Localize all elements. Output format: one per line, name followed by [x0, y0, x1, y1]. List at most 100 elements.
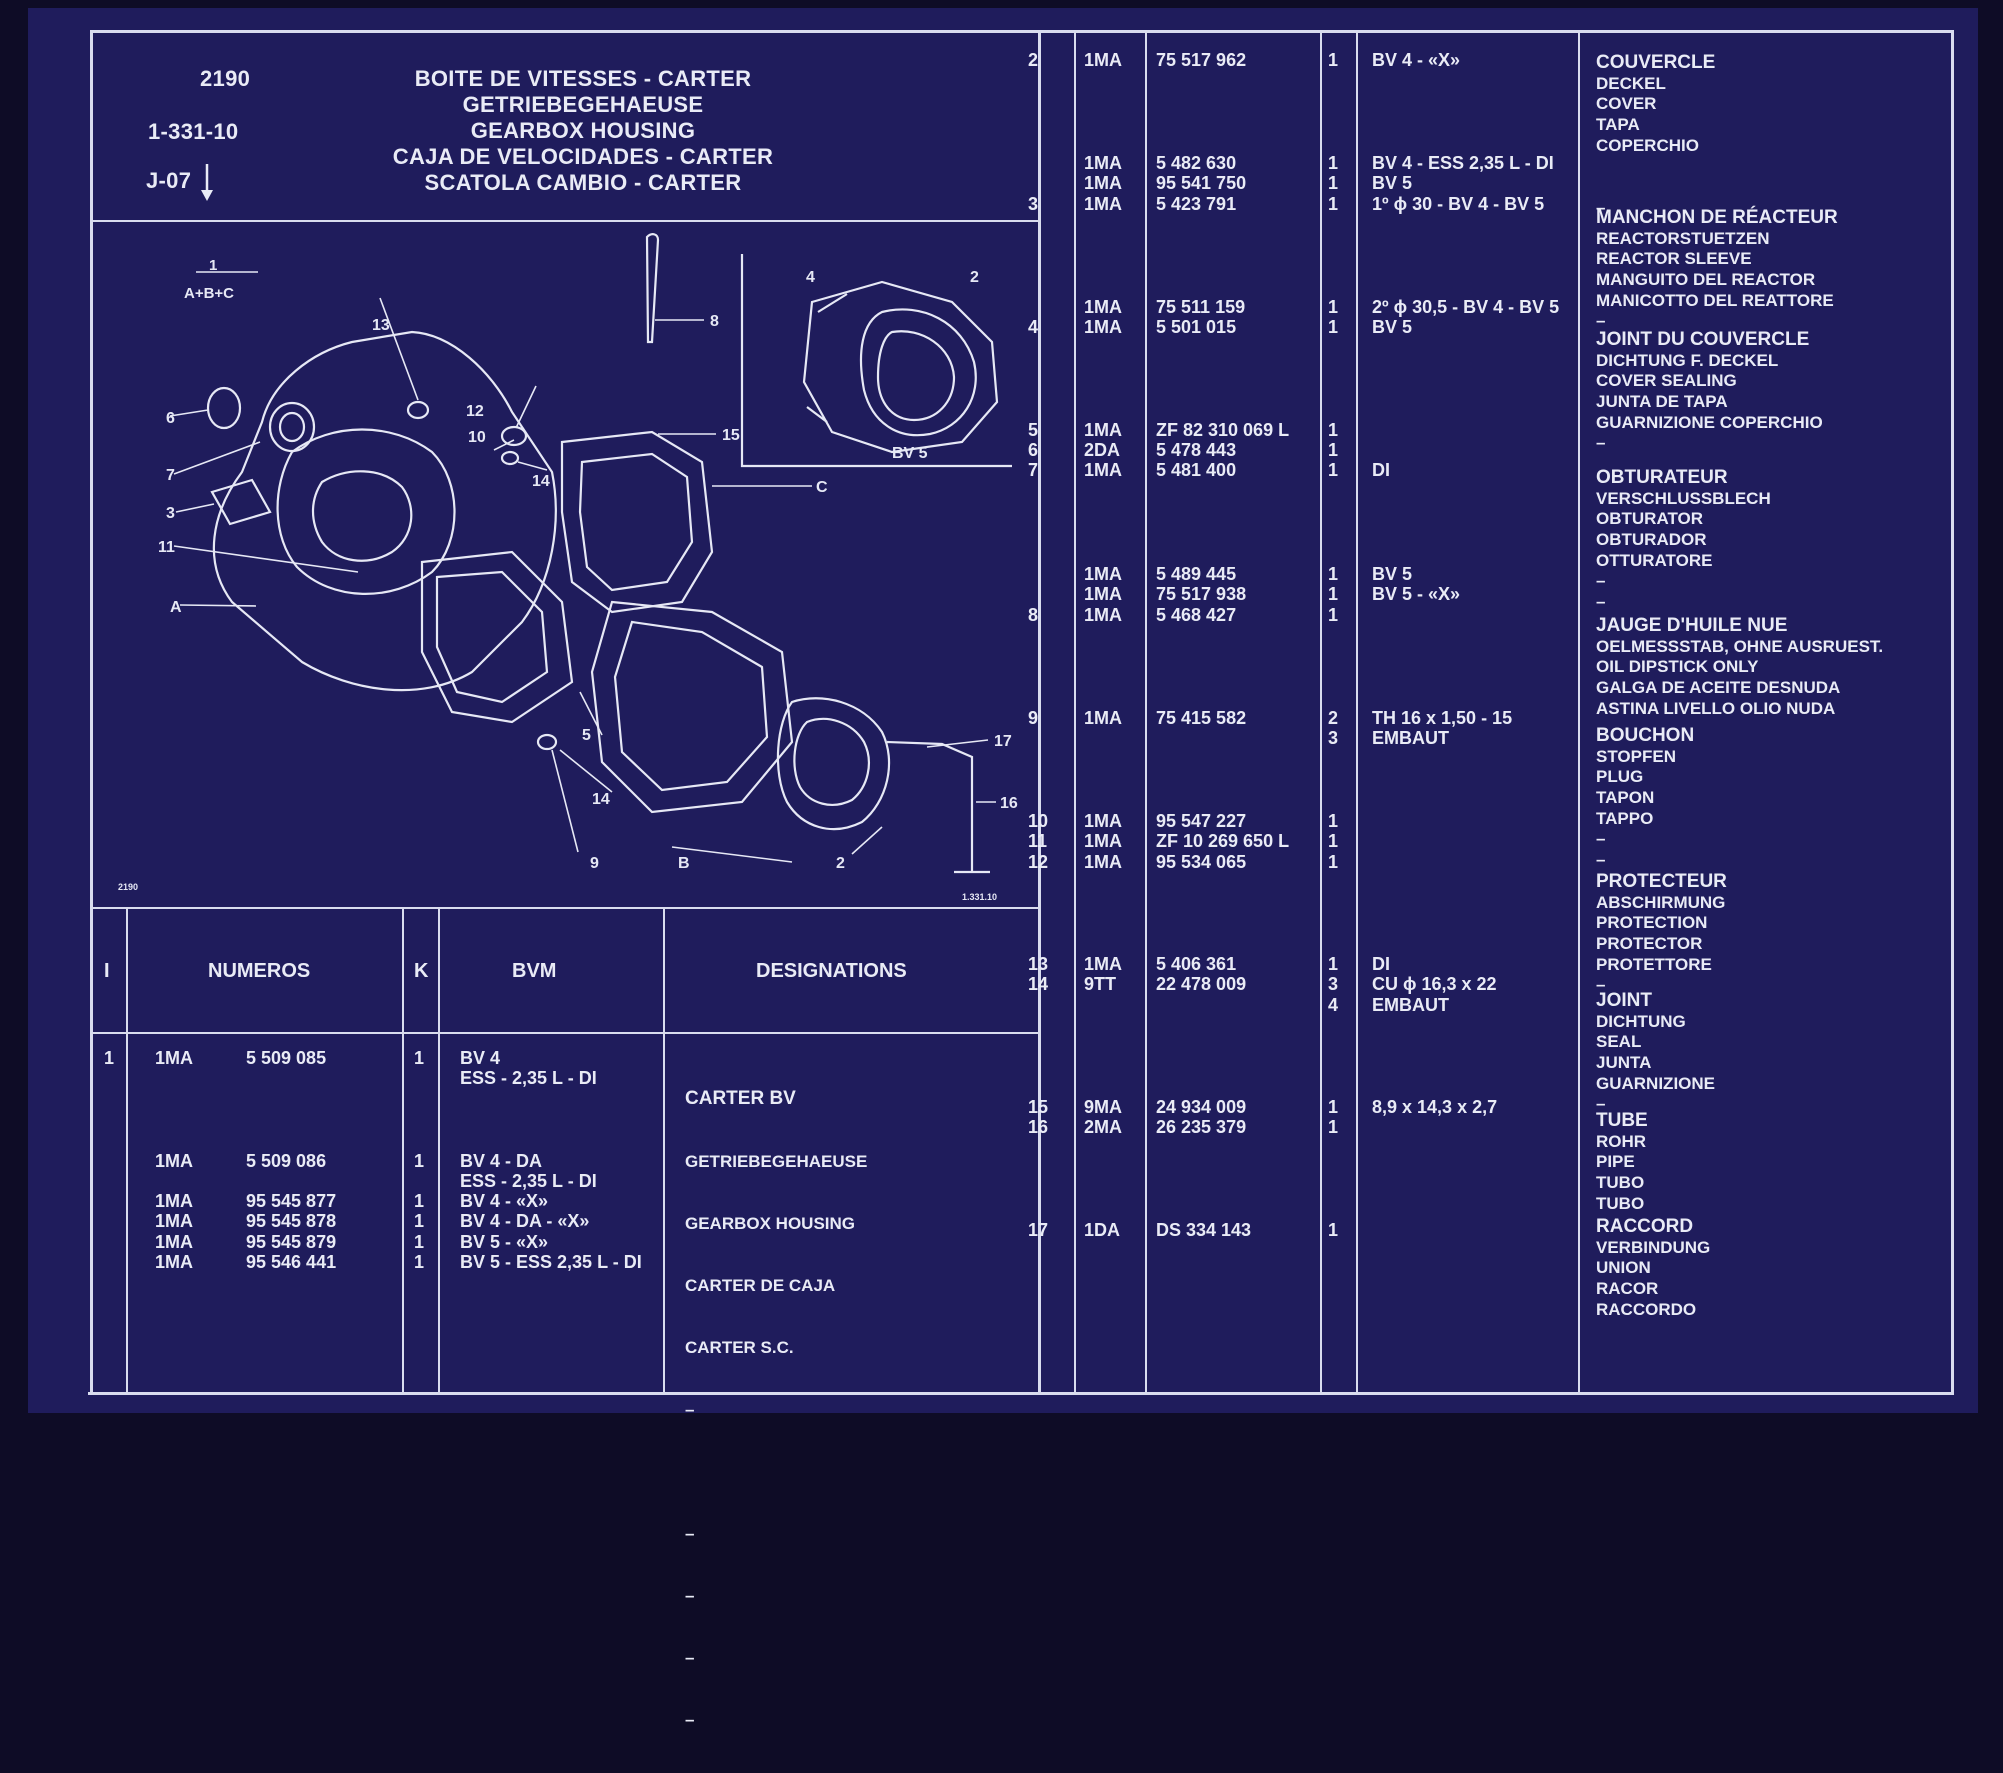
- cell-num: 5 509 086: [246, 1151, 327, 1171]
- designation-line: PROTETTORE: [1596, 954, 1712, 974]
- header-divider: [92, 220, 1040, 222]
- designation-line: JUNTA DE TAPA: [1596, 392, 1728, 412]
- title-en: GEARBOX HOUSING: [470, 118, 696, 143]
- callout-9: 9: [590, 855, 599, 872]
- cell-i: 5: [1028, 420, 1039, 440]
- callout-17: 17: [994, 733, 1012, 750]
- cell-i: 14: [1028, 974, 1049, 994]
- left-designation-block: CARTER BV GETRIEBEGEHAEUSE GEARBOX HOUSI…: [685, 1048, 867, 1773]
- title-it: SCATOLA CAMBIO - CARTER: [424, 170, 742, 195]
- designation-line: JOINT DU COUVERCLE: [1596, 329, 1810, 350]
- designation-line: –: [1596, 592, 1606, 612]
- cell-code: 1MA: [155, 1048, 194, 1068]
- cell-bvm: DI: [1372, 460, 1390, 480]
- cell-bvm: BV 5: [1372, 173, 1413, 193]
- frame-left: [90, 30, 93, 1395]
- designation-line: MANICOTTO DEL REATTORE: [1596, 290, 1834, 310]
- cell-num: 5 501 015: [1156, 317, 1237, 337]
- diagram-bottom-divider: [90, 907, 1040, 909]
- designation-line: –: [1596, 1094, 1606, 1114]
- callout-3: 3: [166, 505, 175, 522]
- callout-13: 13: [372, 317, 390, 334]
- designation-line: GETRIEBEGEHAEUSE: [685, 1151, 868, 1171]
- cell-i: 1: [104, 1048, 115, 1068]
- left-col-sep-1: [126, 907, 128, 1394]
- callout-c: C: [816, 479, 828, 496]
- cell-bvm: BV 4 - «X»: [1372, 50, 1461, 70]
- col-head-numeros: NUMEROS: [208, 960, 311, 982]
- designation-line: –: [685, 1710, 695, 1730]
- cell-code: 1MA: [1084, 584, 1123, 604]
- cell-num: DS 334 143: [1156, 1220, 1252, 1240]
- callout-2-inset: 2: [970, 269, 979, 286]
- cell-num: 5 482 630: [1156, 153, 1237, 173]
- cell-num: 95 547 227: [1156, 811, 1247, 831]
- cell-bvm: BV 5 - «X»: [460, 1232, 549, 1252]
- cell-code: 1MA: [1084, 420, 1123, 440]
- cell-bvm: CU ϕ 16,3 x 22: [1372, 974, 1497, 994]
- diagram-ref-label: 1.331.10: [962, 892, 997, 902]
- table-head-divider: [90, 1032, 1040, 1034]
- designation-line: [1596, 177, 1715, 198]
- cell-k: 1: [1328, 852, 1339, 872]
- cell-i: 2: [1028, 50, 1039, 70]
- label-bv5-inset: BV 5: [892, 445, 928, 462]
- cell-i: 10: [1028, 811, 1049, 831]
- designation-line: UNION: [1596, 1258, 1651, 1278]
- cell-k: 1: [414, 1252, 425, 1272]
- designation-line: GEARBOX HOUSING: [685, 1213, 856, 1233]
- cell-num: 5 478 443: [1156, 440, 1237, 460]
- left-col-sep-4: [663, 907, 665, 1394]
- cell-code: 1MA: [1084, 194, 1123, 214]
- cell-k: 1: [1328, 1097, 1339, 1117]
- cell-code: 1MA: [155, 1151, 194, 1171]
- cell-bvm: BV 4 - DA: [460, 1151, 543, 1171]
- designation-line: RACOR: [1596, 1279, 1659, 1299]
- cell-bvm: ESS - 2,35 L - DI: [460, 1171, 597, 1191]
- designation-line: –: [685, 1586, 695, 1606]
- callout-11: 11: [158, 539, 175, 556]
- designation-line: –: [1596, 197, 1606, 217]
- cell-bvm: DI: [1372, 954, 1390, 974]
- cell-i: 16: [1028, 1117, 1049, 1137]
- designation-line: –: [1596, 433, 1606, 453]
- left-col-sep-3: [438, 907, 440, 1394]
- cell-num: ZF 82 310 069 L: [1156, 420, 1290, 440]
- cell-k: 1: [1328, 153, 1339, 173]
- cell-bvm: TH 16 x 1,50 - 15: [1372, 708, 1513, 728]
- designation-line: PIPE: [1596, 1152, 1635, 1172]
- cell-k: 1: [1328, 564, 1339, 584]
- designation-line: OBTURATOR: [1596, 509, 1704, 529]
- frame-right: [1951, 30, 1954, 1395]
- designation-line: CARTER DE CAJA: [685, 1275, 836, 1295]
- designation-line: JAUGE D'HUILE NUE: [1596, 615, 1788, 636]
- cell-bvm: 1º ϕ 30 - BV 4 - BV 5: [1372, 194, 1545, 214]
- cell-num: ZF 10 269 650 L: [1156, 831, 1290, 851]
- designation-line: DICHTUNG: [1596, 1011, 1686, 1031]
- designation-line: GUARNIZIONE: [1596, 1073, 1715, 1093]
- cell-code: 1MA: [1084, 460, 1123, 480]
- cell-bvm: 8,9 x 14,3 x 2,7: [1372, 1097, 1498, 1117]
- cell-code: 1MA: [1084, 852, 1123, 872]
- callout-10: 10: [468, 429, 486, 446]
- cell-code: 1MA: [1084, 153, 1123, 173]
- cell-k: 1: [1328, 297, 1339, 317]
- title-block: BOITE DE VITESSES - CARTER GETRIEBEGEHAE…: [358, 66, 808, 196]
- cell-code: 9MA: [1084, 1097, 1123, 1117]
- frame-top: [92, 30, 1954, 33]
- cell-num: 24 934 009: [1156, 1097, 1247, 1117]
- callout-7: 7: [166, 467, 175, 484]
- cell-k: 1: [1328, 954, 1339, 974]
- designation-line: MANGUITO DEL REACTOR: [1596, 270, 1816, 290]
- cell-num: 95 541 750: [1156, 173, 1247, 193]
- designation-line: MANCHON DE RÉACTEUR: [1596, 207, 1838, 228]
- designation-line: DICHTUNG F. DECKEL: [1596, 350, 1779, 370]
- cell-num: 5 468 427: [1156, 605, 1237, 625]
- cell-bvm: EMBAUT: [1372, 728, 1449, 748]
- arrow-down-icon: [201, 164, 213, 201]
- cell-code: 1MA: [1084, 831, 1123, 851]
- designation-line: RACCORD: [1596, 1216, 1694, 1237]
- designation-line: STOPFEN: [1596, 746, 1676, 766]
- designation-line: –: [1596, 311, 1606, 331]
